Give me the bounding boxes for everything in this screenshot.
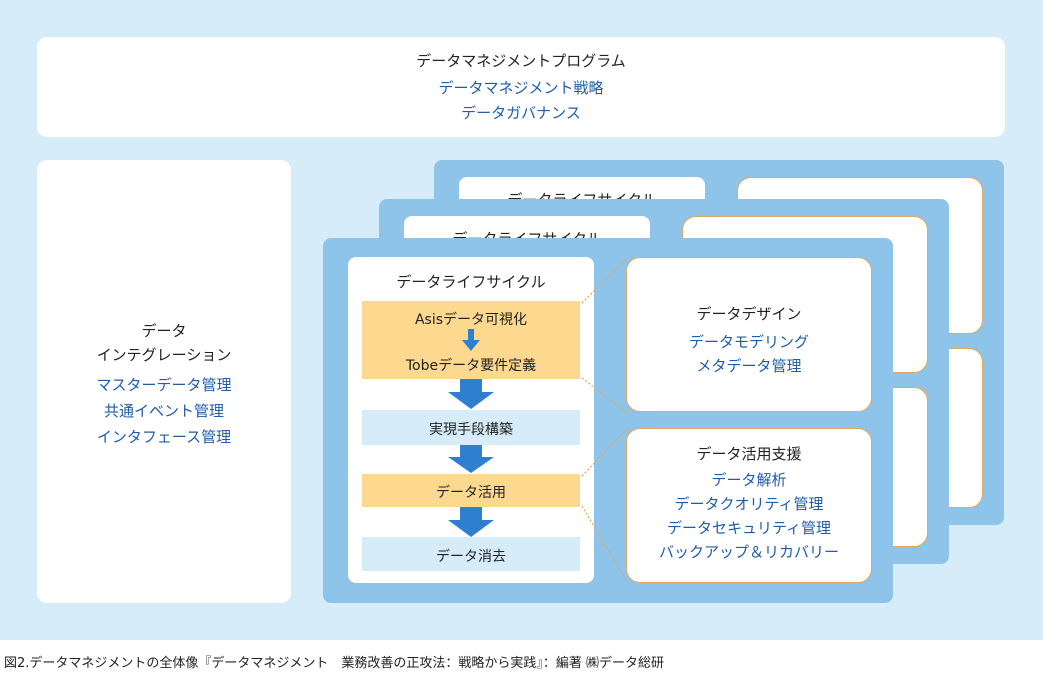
integration-item: マスターデータ管理 [96,376,232,394]
step-use-box [362,474,580,507]
program-title: データマネジメントプログラム [416,52,626,70]
arrow-down-icon [448,445,494,473]
integration-box: データ インテグレーション マスターデータ管理 共通イベント管理 インタフェース… [37,160,291,603]
integration-title: データ [141,322,187,340]
design-item: データモデリング [688,333,809,351]
connector-line [581,505,628,583]
support-title: データ活用支援 [696,445,802,463]
lifecycle-card: データライフサイクル Asisデータ可視化 Tobeデータ要件定義 実現手段構築… [348,257,594,583]
step-build-box [362,410,580,445]
step-use: データ活用 [436,485,506,501]
lifecycle-panel-front: データライフサイクル Asisデータ可視化 Tobeデータ要件定義 実現手段構築… [323,238,893,603]
program-item: データガバナンス [461,104,581,122]
program-item: データマネジメント戦略 [438,79,604,97]
connector-line [581,428,628,477]
step-delete: データ消去 [436,549,506,565]
figure-caption: 図2.データマネジメントの全体像『データマネジメント 業務改善の正攻法：戦略から… [4,656,665,671]
program-box: データマネジメントプログラム データマネジメント戦略 データガバナンス [37,37,1005,137]
step-asis: Asisデータ可視化 [414,312,528,328]
support-item: データ解析 [711,471,787,489]
step-build: 実現手段構築 [429,422,513,438]
connector-line [581,377,628,414]
support-item: データクオリティ管理 [674,495,824,513]
support-item: データセキュリティ管理 [666,519,832,537]
design-title: データデザイン [696,305,802,323]
arrow-down-icon [448,507,494,537]
connector-line [581,257,628,304]
lifecycle-title: データライフサイクル [396,273,546,291]
integration-item: 共通イベント管理 [103,402,224,420]
arrow-down-icon [448,379,494,409]
step-tobe: Tobeデータ要件定義 [405,358,537,374]
design-item: メタデータ管理 [696,357,802,375]
step-delete-box [362,537,580,571]
design-box: データデザイン データモデリング メタデータ管理 [626,257,872,412]
connector-lines [581,257,628,583]
support-box: データ活用支援 データ解析 データクオリティ管理 データセキュリティ管理 バック… [626,428,872,583]
support-item: バックアップ＆リカバリー [658,543,839,561]
integration-item: インタフェース管理 [96,428,232,446]
integration-title: インテグレーション [96,346,232,364]
arrow-down-icon [462,329,480,351]
